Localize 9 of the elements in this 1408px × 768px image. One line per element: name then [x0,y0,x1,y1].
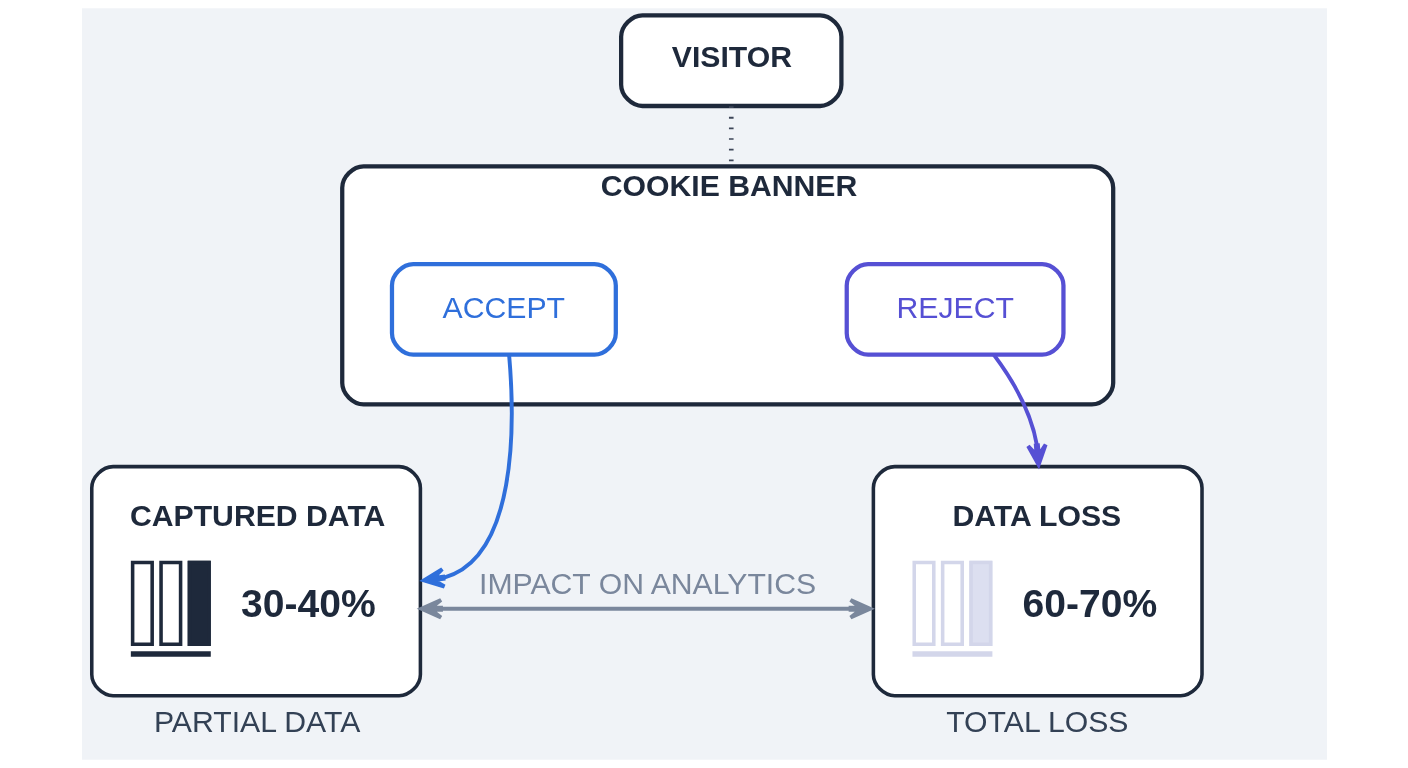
arrow [418,597,872,620]
node-label: TOTAL LOSS [945,705,1129,739]
node-label: PARTIAL DATA [153,705,360,739]
node-box: VISITOR [618,13,844,109]
node-box: ACCEPT [389,261,618,357]
edge-label: IMPACT ON ANALYTICS [478,566,816,600]
arrow [421,354,514,589]
node-box: REJECT [844,261,1066,357]
arrow [991,353,1048,467]
